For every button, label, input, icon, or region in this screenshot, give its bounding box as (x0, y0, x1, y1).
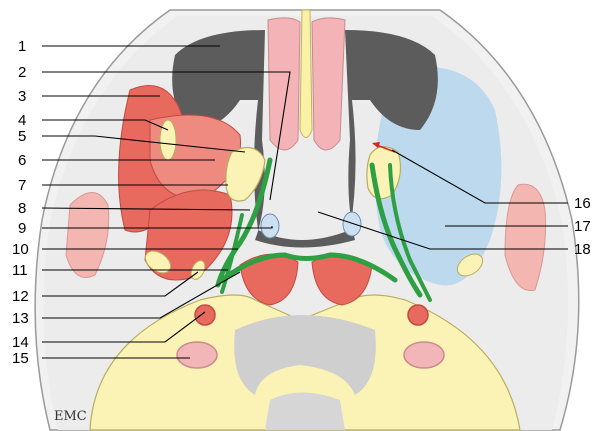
styloid-left-oval (160, 120, 176, 160)
label-13: 13 (12, 310, 29, 327)
tube-lumen-right (343, 212, 361, 236)
label-5: 5 (18, 128, 26, 145)
label-1: 1 (18, 38, 26, 55)
nasal-mucosa-left (268, 18, 300, 150)
label-16: 16 (574, 195, 591, 212)
label-9: 9 (18, 220, 26, 237)
label-2: 2 (18, 64, 26, 81)
label-10: 10 (12, 241, 29, 258)
nasal-mucosa-right (312, 18, 345, 150)
carotid-artery-left (195, 305, 215, 325)
signature-emc: EMC (54, 409, 87, 424)
label-17: 17 (574, 218, 591, 235)
label-7: 7 (18, 177, 26, 194)
labels-left: 1 2 3 4 5 6 7 8 9 10 11 12 13 14 15 (12, 38, 29, 367)
label-3: 3 (18, 88, 26, 105)
label-4: 4 (18, 112, 26, 129)
labels-right: 16 17 18 (574, 195, 591, 258)
jugular-vein-left (177, 342, 217, 368)
label-12: 12 (12, 288, 29, 305)
spinal-canal (265, 393, 345, 431)
carotid-artery-right (408, 305, 428, 325)
label-11: 11 (12, 262, 28, 279)
label-8: 8 (18, 200, 26, 217)
tube-lumen-left (261, 214, 279, 238)
nasal-septum (300, 10, 312, 138)
label-15: 15 (12, 350, 29, 367)
jugular-vein-right (404, 342, 444, 368)
label-18: 18 (574, 241, 591, 258)
label-6: 6 (18, 152, 26, 169)
label-14: 14 (12, 334, 29, 351)
